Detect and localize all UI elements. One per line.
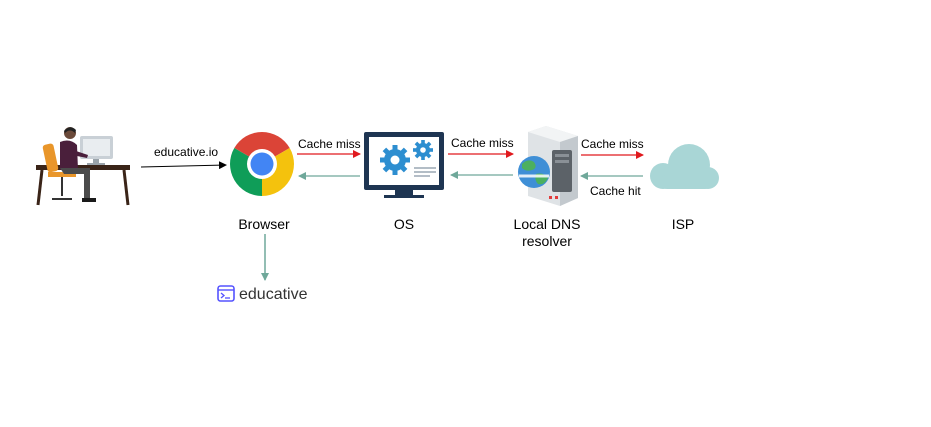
edge-label-user-to-browser: educative.io <box>154 145 218 159</box>
chrome-icon <box>230 132 294 196</box>
os-label: OS <box>394 216 414 232</box>
person-at-computer-icon <box>36 127 130 206</box>
edge-label-browser-to-os: Cache miss <box>298 137 361 151</box>
edge-label-resolver-to-isp: Cache miss <box>581 137 644 151</box>
educative-logo-text: educative <box>239 286 308 303</box>
browser-label: Browser <box>238 216 290 232</box>
resolver-label-line1: Local DNS <box>514 216 581 232</box>
edge-label-isp-to-resolver: Cache hit <box>590 184 641 198</box>
edge-label-os-to-resolver: Cache miss <box>451 136 514 150</box>
cloud-icon <box>650 144 719 189</box>
server-globe-icon <box>518 126 578 206</box>
resolver-label-line2: resolver <box>522 233 572 249</box>
isp-label: ISP <box>672 216 695 232</box>
edge-user-to-browser <box>140 161 227 170</box>
terminal-logo-icon <box>217 285 235 302</box>
monitor-gears-icon <box>364 132 444 198</box>
